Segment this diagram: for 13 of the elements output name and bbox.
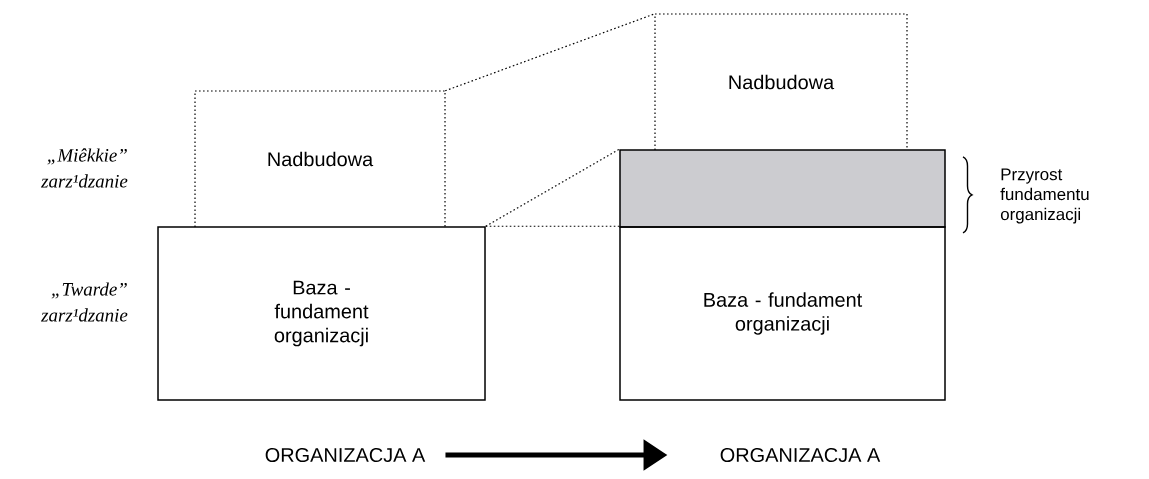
projection-line <box>444 13 656 92</box>
projection-line <box>485 225 620 227</box>
base-box: Baza - fundament organizacji <box>157 226 486 401</box>
side-label: „Miêkkie” zarz¹dzanie <box>40 148 128 188</box>
base-box: Baza - fundament organizacji <box>619 226 946 401</box>
organization-label: ORGANIZACJA A <box>265 447 426 463</box>
brace-label: Przyrost fundamentu organizacji <box>1000 168 1089 224</box>
projection-line <box>485 148 620 227</box>
dotted-box: Nadbudowa <box>654 13 908 151</box>
organization-label: ORGANIZACJA A <box>720 447 881 463</box>
dotted-box: Nadbudowa <box>194 90 446 228</box>
side-label: „Twarde” zarz¹dzanie <box>40 282 128 322</box>
shaded-box <box>619 149 946 228</box>
